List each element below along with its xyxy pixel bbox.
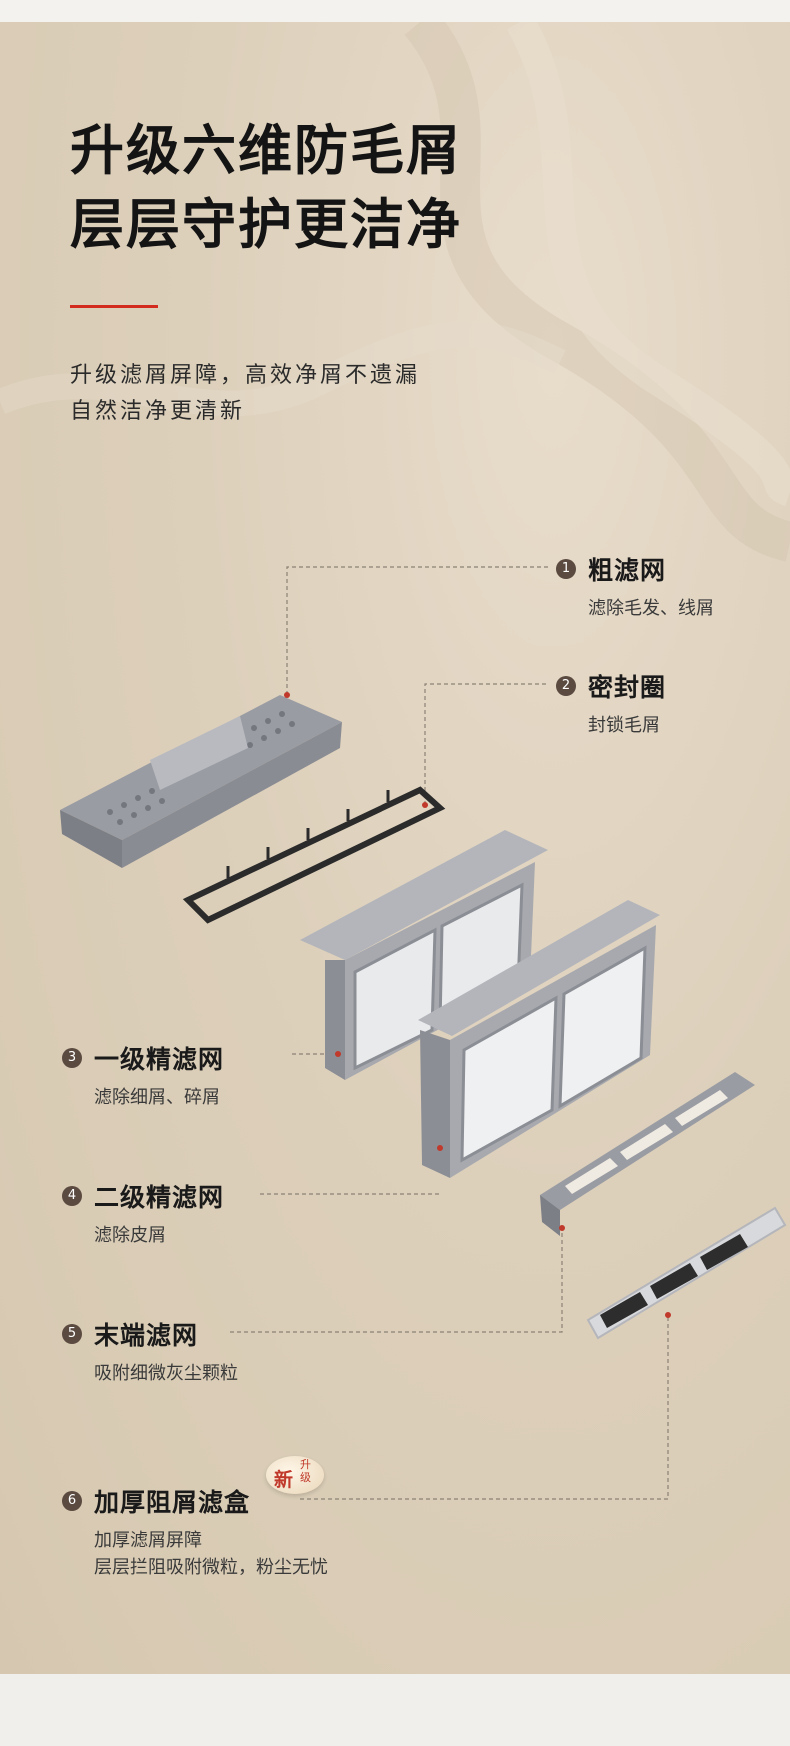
number-badge: 3: [62, 1048, 82, 1068]
secondary-fine-filter: [418, 900, 660, 1178]
component-desc-line-1: 加厚滤屑屏障: [94, 1530, 202, 1551]
headline-line-1: 升级六维防毛屑: [70, 119, 462, 182]
primary-fine-filter: [300, 830, 548, 1080]
label-seal-gasket: 2 密封圈 封锁毛屑: [556, 668, 666, 739]
accent-divider: [70, 305, 158, 308]
coarse-filter: [60, 692, 342, 868]
label-primary-fine-filter: 3 一级精滤网 滤除细屑、碎屑: [62, 1040, 224, 1111]
leader-line-1: [286, 566, 548, 695]
bottom-strip: [0, 1674, 790, 1746]
headline-line-2: 层层守护更洁净: [70, 193, 462, 256]
end-filter: [540, 1072, 755, 1236]
badge-new-text: 新: [274, 1469, 294, 1491]
label-coarse-filter: 1 粗滤网 滤除毛发、线屑: [556, 551, 714, 622]
number-badge: 6: [62, 1491, 82, 1511]
component-desc: 吸附细微灰尘颗粒: [94, 1363, 238, 1384]
label-thick-filter-box: 6 加厚阻屑滤盒 加厚滤屑屏障 层层拦阻吸附微粒，粉尘无忧: [62, 1483, 328, 1581]
top-strip: [0, 0, 790, 22]
component-desc-line-2: 层层拦阻吸附微粒，粉尘无忧: [94, 1557, 328, 1578]
component-title: 二级精滤网: [94, 1183, 225, 1212]
badge-upgrade-text: 升级: [300, 1458, 311, 1484]
subtitle-line-1: 升级滤屑屏障，高效净屑不遗漏: [70, 363, 421, 388]
label-secondary-fine-filter: 4 二级精滤网 滤除皮屑: [62, 1178, 224, 1249]
number-badge: 2: [556, 676, 576, 696]
component-title: 末端滤网: [94, 1321, 199, 1350]
component-title: 粗滤网: [588, 556, 667, 585]
number-badge: 1: [556, 559, 576, 579]
label-end-filter: 5 末端滤网 吸附细微灰尘颗粒: [62, 1316, 238, 1387]
component-title: 密封圈: [588, 673, 667, 702]
upgrade-badge: 新 升级: [266, 1456, 324, 1494]
component-desc: 加厚滤屑屏障 层层拦阻吸附微粒，粉尘无忧: [94, 1527, 328, 1581]
number-badge: 5: [62, 1324, 82, 1344]
thick-filter-box: [586, 1206, 787, 1340]
component-title: 一级精滤网: [94, 1045, 225, 1074]
leader-line-5: [230, 1228, 563, 1333]
component-desc: 滤除毛发、线屑: [588, 598, 714, 619]
subtitle-line-2: 自然洁净更清新: [70, 399, 246, 424]
component-desc: 滤除皮屑: [94, 1225, 166, 1246]
background-swirl: [0, 22, 790, 562]
leader-line-6: [300, 1315, 669, 1500]
leader-line-2: [424, 683, 548, 805]
component-desc: 封锁毛屑: [588, 715, 660, 736]
component-title: 加厚阻屑滤盒: [94, 1488, 251, 1517]
seal-gasket: [182, 786, 446, 924]
number-badge: 4: [62, 1186, 82, 1206]
component-desc: 滤除细屑、碎屑: [94, 1087, 220, 1108]
